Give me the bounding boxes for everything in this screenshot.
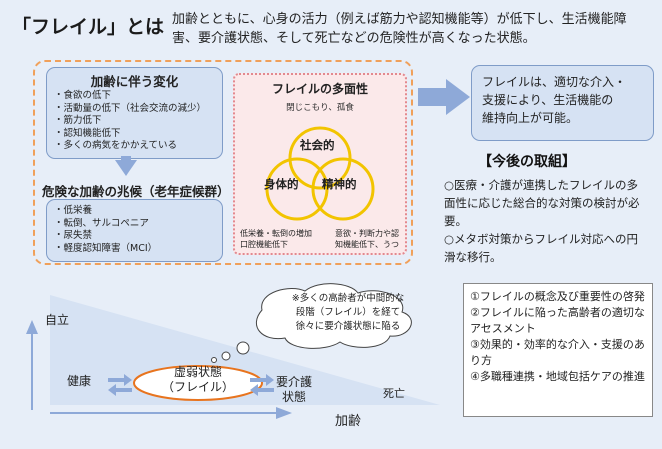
future-title: 【今後の取組】: [478, 154, 576, 170]
list-item: 筋力低下: [54, 115, 206, 128]
physical-circle: [265, 157, 329, 221]
list-item: ②フレイルに陥った高齢者の適切なアセスメント: [470, 306, 645, 335]
venn-diagram: [265, 126, 375, 221]
list-item: 多くの病気をかかえている: [54, 140, 206, 153]
list-item: ③効果的・効率的な介入・支援のあり方: [470, 338, 645, 367]
death-label: 死亡: [383, 387, 405, 400]
mental-note: 意欲・判断力や認 知機能低下、うつ: [335, 229, 399, 249]
future-text: ○医療・介護が連携したフレイルの多面性に応じた総合的な対策の検討が必要。 ○メタ…: [444, 176, 649, 266]
causes-dashed-frame: [33, 60, 413, 265]
list-item: 活動量の低下（社会交流の減少）: [54, 103, 207, 116]
danger-signs-list: 低栄養 転倒、サルコペニア 尿失禁 軽度認知障害（MCI）: [54, 205, 158, 256]
list-item: 低栄養: [54, 205, 157, 218]
x-axis-label: 加齢: [335, 414, 362, 429]
list-item: ④多職種連携・地域包括ケアの推進: [470, 370, 645, 383]
list-item: 転倒、サルコペニア: [54, 218, 157, 231]
frailty-ellipse: [133, 365, 263, 401]
multifaceted-panel: [233, 73, 407, 255]
multifaceted-subtitle: 閉じこもり、孤食: [286, 103, 354, 113]
frailty-trajectory-diagram: [26, 283, 440, 419]
list-item: 尿失禁: [54, 230, 157, 243]
intro-text: 加齢とともに、心身の活力（例えば筋力や認知機能等）が低下し、生活機能障害、要介護…: [172, 12, 627, 46]
future-item: ○医療・介護が連携したフレイルの多面性に応じた総合的な対策の検討が必要。: [444, 178, 640, 228]
danger-signs-title: 危険な加齢の兆候（老年症候群）: [42, 184, 230, 199]
mental-circle: [311, 157, 375, 221]
list-item: 軽度認知障害（MCI）: [54, 243, 158, 256]
healthy-label: 健康: [67, 374, 92, 388]
frailty-state-label: 虚弱状態 （フレイル）: [161, 365, 234, 394]
down-arrow-icon: [115, 160, 137, 176]
list-item: ①フレイルの概念及び重要性の啓発: [470, 290, 645, 303]
cloud-bubble: [211, 357, 217, 363]
numbered-measures-box: ①フレイルの概念及び重要性の啓発 ②フレイルに陥った高齢者の適切なアセスメント …: [463, 283, 653, 417]
aging-changes-title: 加齢に伴う変化: [90, 74, 179, 89]
result-box: フレイルは、適切な介入・ 支援により、生活機能の 維持向上が可能。: [471, 65, 654, 141]
y-axis-arrow-icon: [26, 320, 38, 334]
right-double-arrow-icon: [250, 374, 274, 396]
aging-changes-box: 加齢に伴う変化 食欲の低下 活動量の低下（社会交流の減少） 筋力低下 認知機能低…: [46, 67, 223, 159]
cloud-bubble: [236, 341, 250, 355]
cloud-bubble: [221, 351, 231, 361]
right-arrow-icon: [418, 79, 470, 115]
left-double-arrow-icon: [108, 374, 132, 396]
danger-signs-box: 低栄養 転倒、サルコペニア 尿失禁 軽度認知障害（MCI）: [46, 199, 223, 262]
down-arrow-shaft: [121, 156, 131, 162]
speech-cloud: [256, 283, 412, 349]
page-title: 「フレイル」とは: [12, 16, 165, 38]
mental-label: 精神的: [322, 177, 357, 191]
future-item: ○メタボ対策からフレイル対応への円滑な移行。: [444, 232, 639, 264]
list-item: 認知機能低下: [54, 128, 206, 141]
aging-changes-list: 食欲の低下 活動量の低下（社会交流の減少） 筋力低下 認知機能低下 多くの病気を…: [54, 90, 207, 153]
care-state-label: 要介護 状態: [275, 375, 312, 404]
social-circle: [288, 126, 352, 190]
social-label: 社会的: [300, 138, 335, 152]
physical-note: 低栄養・転倒の増加 口腔機能低下: [240, 229, 312, 249]
y-axis-label: 自立: [45, 313, 70, 327]
list-item: 食欲の低下: [54, 90, 206, 103]
x-axis-arrow-icon: [276, 407, 292, 419]
multifaceted-title: フレイルの多面性: [271, 82, 368, 96]
physical-label: 身体的: [264, 177, 299, 191]
cloud-text: ※多くの高齢者が中間的な 段階（フレイル）を経て 徐々に要介護状態に陥る: [291, 293, 405, 332]
